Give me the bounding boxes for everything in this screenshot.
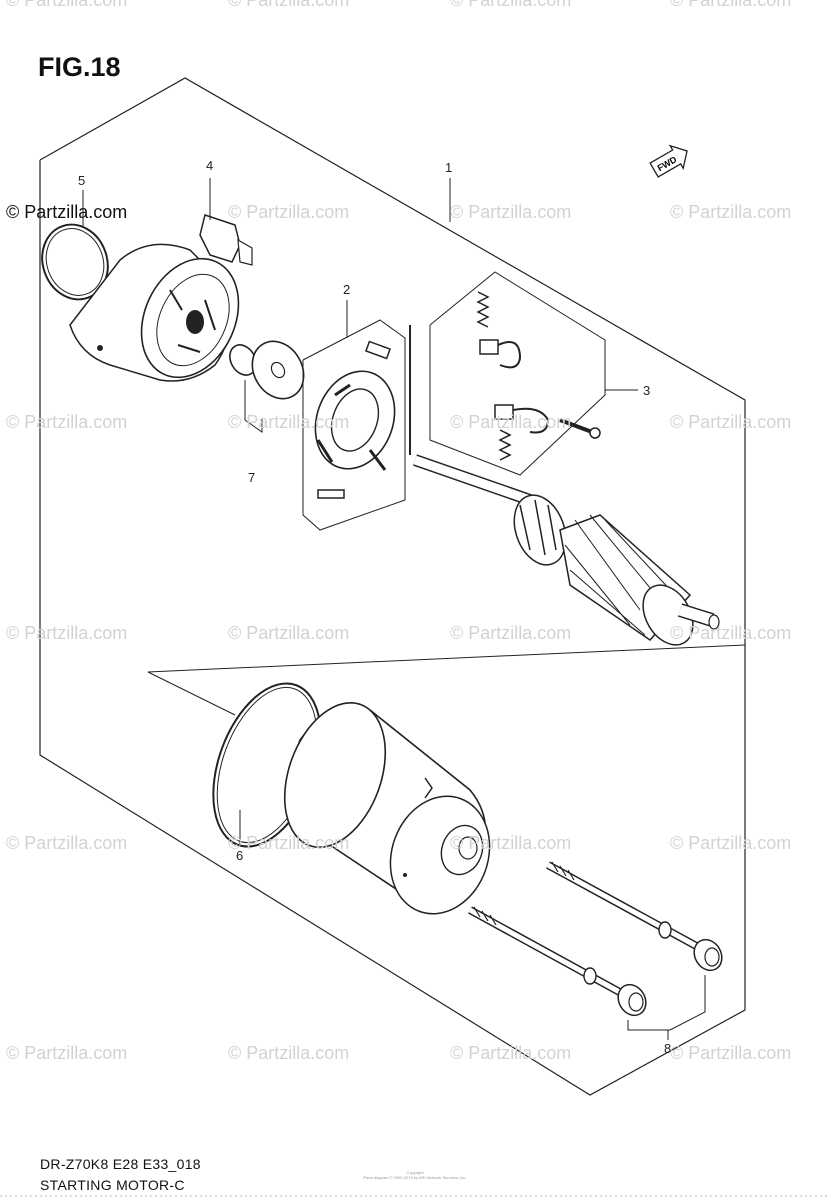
callout-part-1[interactable]: 1: [445, 160, 453, 175]
watermark: © Partzilla.com: [6, 0, 128, 10]
callout-part-5[interactable]: 5: [78, 173, 86, 188]
watermark: © Partzilla.com: [6, 833, 128, 853]
brush-holder-part-2: [314, 340, 396, 499]
screw-part-8-lower: [468, 906, 647, 1017]
copyright-notice: Copyright Parts diagram © 2000-2013 by A…: [330, 1170, 500, 1180]
brush-set-outline: [429, 271, 606, 476]
watermark: © Partzilla.com: [450, 412, 572, 432]
leader-part-8: [627, 975, 706, 1031]
watermark: © Partzilla.com: [450, 833, 572, 853]
motor-yoke: [283, 701, 491, 915]
callout-part-6[interactable]: 6: [236, 848, 244, 863]
screw-part-8-upper: [546, 861, 723, 972]
watermark: © Partzilla.com: [450, 1043, 572, 1063]
watermark: © Partzilla.com: [450, 202, 572, 222]
copyright-line: Copyright: [406, 1170, 424, 1175]
figure-title: FIG.18: [38, 52, 121, 82]
watermark: © Partzilla.com: [228, 623, 350, 643]
watermark: © Partzilla.com: [670, 833, 792, 853]
watermark: © Partzilla.com: [228, 833, 350, 853]
watermark: © Partzilla.com: [228, 412, 350, 432]
watermark: © Partzilla.com: [670, 202, 792, 222]
callout-part-2[interactable]: 2: [343, 282, 351, 297]
watermark: © Partzilla.com: [6, 202, 128, 222]
callout-part-3[interactable]: 3: [643, 383, 651, 398]
watermark: © Partzilla.com: [228, 1043, 350, 1063]
watermark: © Partzilla.com: [670, 623, 792, 643]
watermark: © Partzilla.com: [6, 1043, 128, 1063]
fwd-arrow-icon: FWD: [649, 144, 688, 178]
armature: [413, 454, 720, 646]
callout-part-4[interactable]: 4: [206, 158, 214, 173]
watermark: © Partzilla.com: [670, 1043, 792, 1063]
end-housing-part-4: [69, 214, 253, 382]
watermark: © Partzilla.com: [228, 0, 350, 10]
watermark: © Partzilla.com: [6, 623, 128, 643]
copyright-line: Parts diagram © 2000-2013 by ARI Network…: [363, 1175, 467, 1180]
o-ring-part-5: [41, 223, 109, 301]
watermark: © Partzilla.com: [450, 623, 572, 643]
watermark: © Partzilla.com: [670, 412, 792, 432]
washer-part-7: [229, 340, 305, 400]
leader-part-7: [244, 380, 263, 433]
callout-part-7[interactable]: 7: [248, 470, 256, 485]
diagram-code: DR-Z70K8 E28 E33_018: [40, 1156, 201, 1172]
brush-set-part-3: [476, 291, 601, 461]
watermark: © Partzilla.com: [6, 412, 128, 432]
watermark: © Partzilla.com: [670, 0, 792, 10]
assembly-outline: [39, 77, 746, 1096]
diagram-name: STARTING MOTOR-C: [40, 1177, 185, 1193]
watermark: © Partzilla.com: [228, 202, 350, 222]
callout-part-8[interactable]: 8: [664, 1041, 672, 1056]
watermark: © Partzilla.com: [450, 0, 572, 10]
assembly-divider: [147, 644, 746, 716]
brush-holder-outline: [302, 319, 406, 531]
